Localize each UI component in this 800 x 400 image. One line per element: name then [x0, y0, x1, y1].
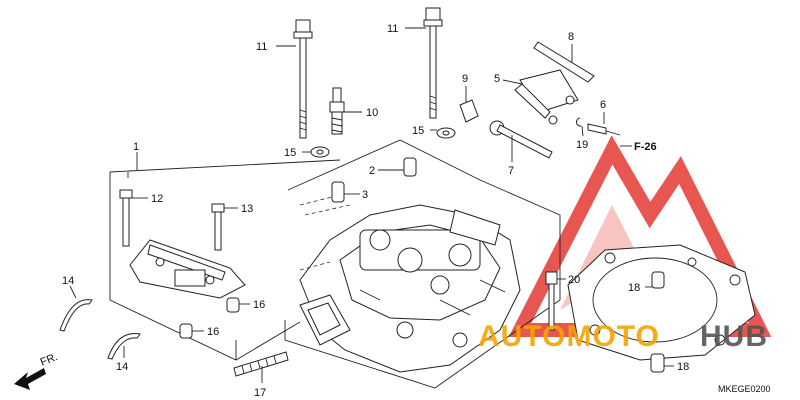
reference-f26: F-26: [634, 141, 657, 153]
callout-15-a: 15: [284, 147, 296, 159]
callout-10: 10: [366, 107, 378, 119]
dowel-3: [331, 181, 345, 203]
bolt-11-right: [423, 7, 443, 119]
gasket-14-b: [107, 333, 141, 360]
callout-labels: 1 2 3 5 6 7 8 9 10 11 11 12 13 14 14 15 …: [39, 23, 771, 399]
callout-14-b: 14: [116, 361, 128, 373]
clip-9: [459, 99, 479, 123]
holder-5: [514, 69, 579, 125]
callout-16-b: 16: [207, 326, 219, 338]
callout-6: 6: [600, 99, 606, 111]
dowel-18-b: [650, 353, 665, 373]
callout-20: 20: [568, 274, 580, 286]
fr-label: FR.: [39, 351, 60, 369]
bolt-12: [119, 189, 133, 247]
gasket-14-a: [59, 299, 93, 332]
bolt-20: [545, 271, 558, 331]
callout-14-a: 14: [62, 275, 74, 287]
callout-3: 3: [362, 189, 368, 201]
part-6: [587, 123, 607, 135]
watermark-hub: HUB: [700, 320, 768, 353]
callout-19: 19: [576, 139, 588, 151]
watermark-text: AUTOMOTO HUB: [478, 320, 768, 353]
head-frame: [284, 139, 561, 389]
head-gasket: [567, 244, 756, 361]
bolt-11-left: [293, 19, 313, 139]
dowel-16-b: [179, 323, 193, 339]
spark-plug-10: [329, 87, 345, 135]
callout-17: 17: [254, 387, 266, 399]
dowel-2: [403, 157, 417, 177]
diagram-code: MKEGE0200: [718, 384, 771, 394]
leader-lines: [69, 27, 674, 367]
callout-9: 9: [462, 73, 468, 85]
dowel-16-a: [226, 297, 240, 313]
pin-8: [533, 41, 595, 83]
fr-arrow-icon: [14, 368, 46, 390]
callout-18-b: 18: [677, 361, 689, 373]
cylinder-head: [299, 194, 521, 373]
assembly-frame: [109, 159, 341, 361]
callout-1: 1: [133, 141, 139, 153]
callout-8: 8: [568, 31, 574, 43]
shaft-7: [489, 120, 553, 159]
bolt-13: [211, 203, 225, 251]
watermark-automoto: AUTOMOTO: [478, 320, 660, 353]
stud-17: [233, 351, 289, 383]
callout-7: 7: [508, 165, 514, 177]
dowel-18-a: [651, 271, 665, 289]
callout-11-b: 11: [387, 23, 398, 35]
callout-13: 13: [241, 203, 253, 215]
callout-16-a: 16: [253, 299, 265, 311]
ring-19: [576, 117, 582, 127]
callout-15-b: 15: [412, 125, 424, 137]
callout-18-a: 18: [628, 282, 640, 294]
rocker-assembly: [129, 239, 246, 299]
callout-11-a: 11: [256, 41, 267, 53]
callout-5: 5: [494, 73, 500, 85]
callout-12: 12: [151, 193, 163, 205]
callout-2: 2: [369, 165, 375, 177]
